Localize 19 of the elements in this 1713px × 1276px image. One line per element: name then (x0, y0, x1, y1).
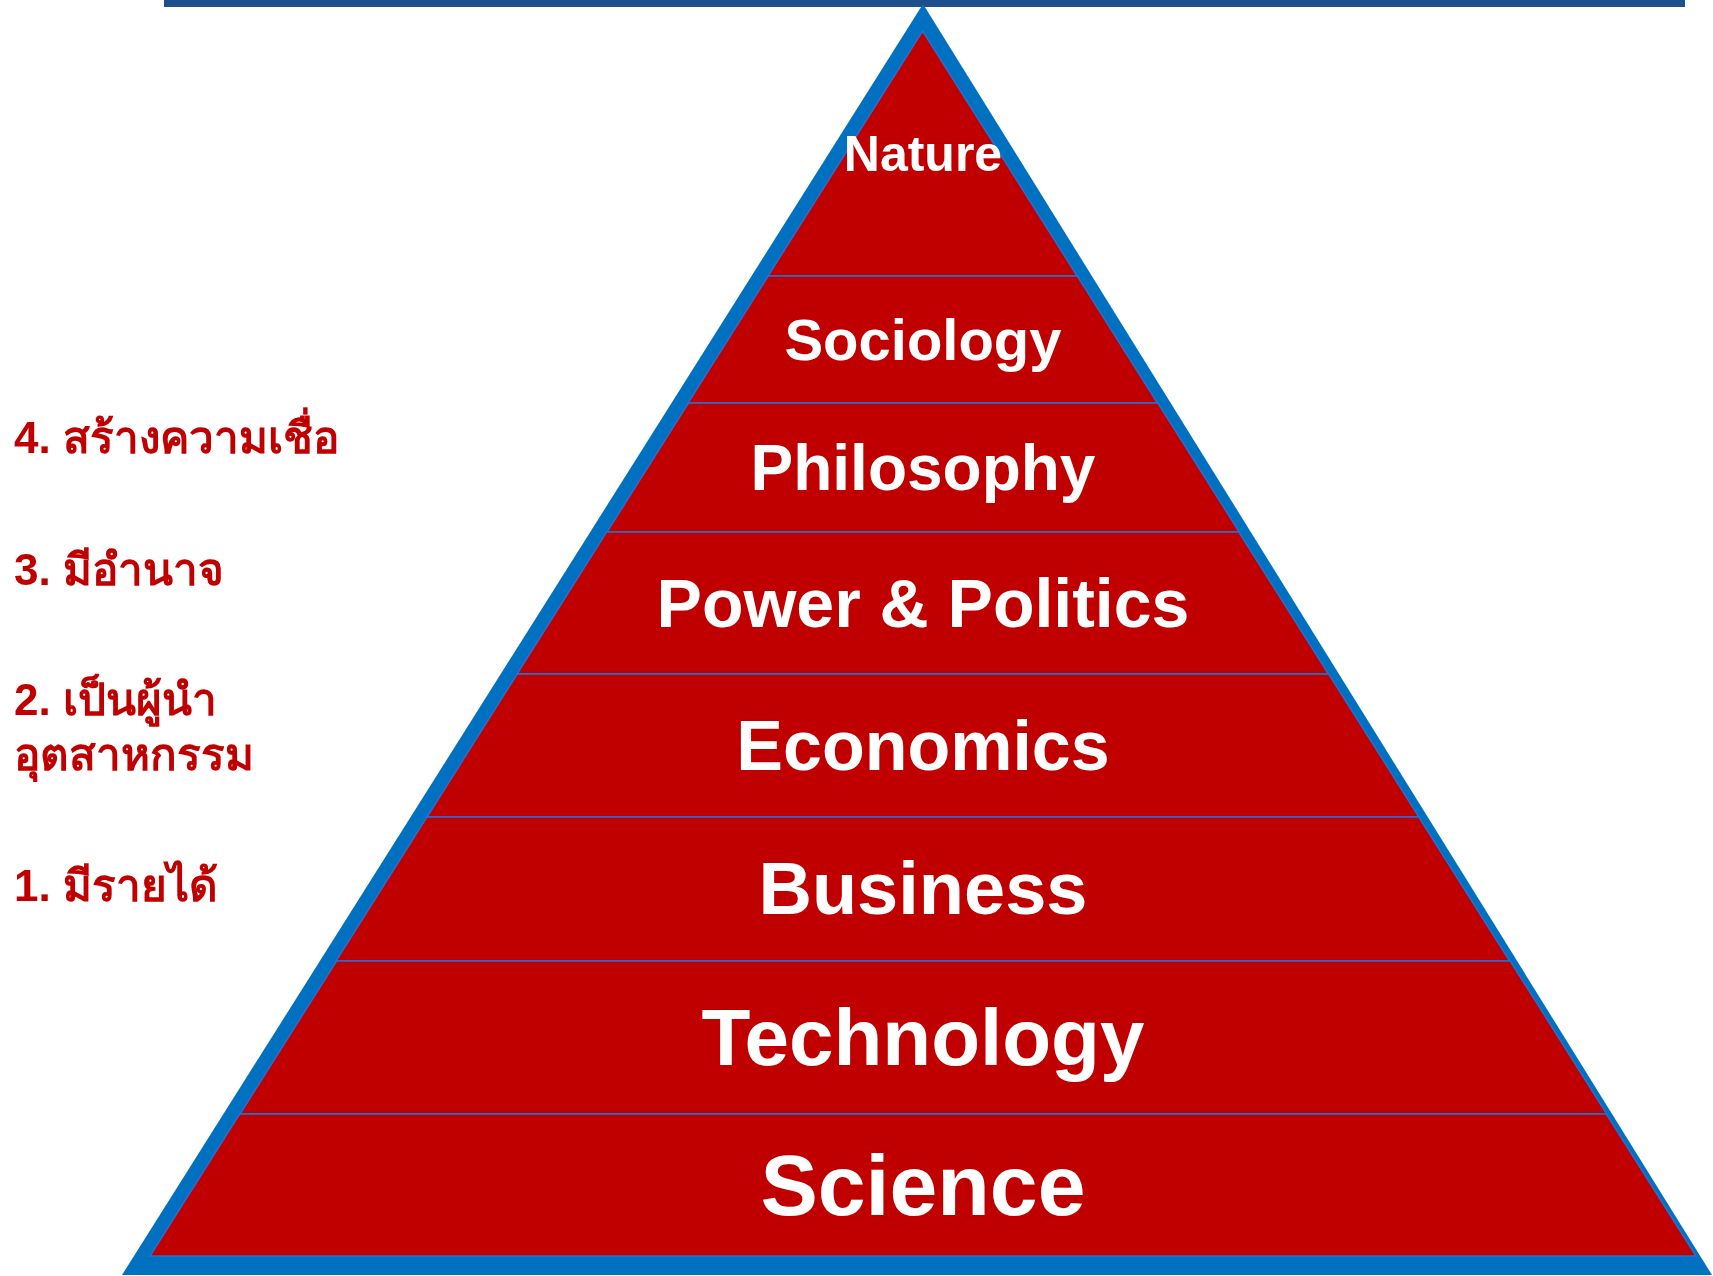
band-label: Nature (842, 126, 1004, 181)
band-label: Technology (700, 993, 1146, 1082)
band-label: Science (759, 1137, 1087, 1233)
pyramid-band (768, 31, 1078, 276)
pyramid-band (239, 961, 1607, 1114)
pyramid-band (606, 403, 1240, 532)
band-label: Economics (735, 707, 1111, 784)
level-note: 1. มีรายได้ (14, 859, 219, 912)
band-label: Power & Politics (655, 565, 1191, 641)
pyramid-band (336, 817, 1510, 961)
band-label: Philosophy (749, 432, 1097, 503)
pyramid-band (688, 276, 1158, 403)
pyramid-band (517, 532, 1329, 674)
pyramid-band (427, 674, 1419, 817)
level-note: 2. เป็นผู้นำอุตสาหกรรม (14, 672, 344, 782)
band-label: Business (757, 848, 1089, 930)
level-note: 3. มีอำนาจ (14, 544, 225, 596)
pyramid-band (150, 1114, 1696, 1256)
band-label: Sociology (783, 307, 1063, 372)
